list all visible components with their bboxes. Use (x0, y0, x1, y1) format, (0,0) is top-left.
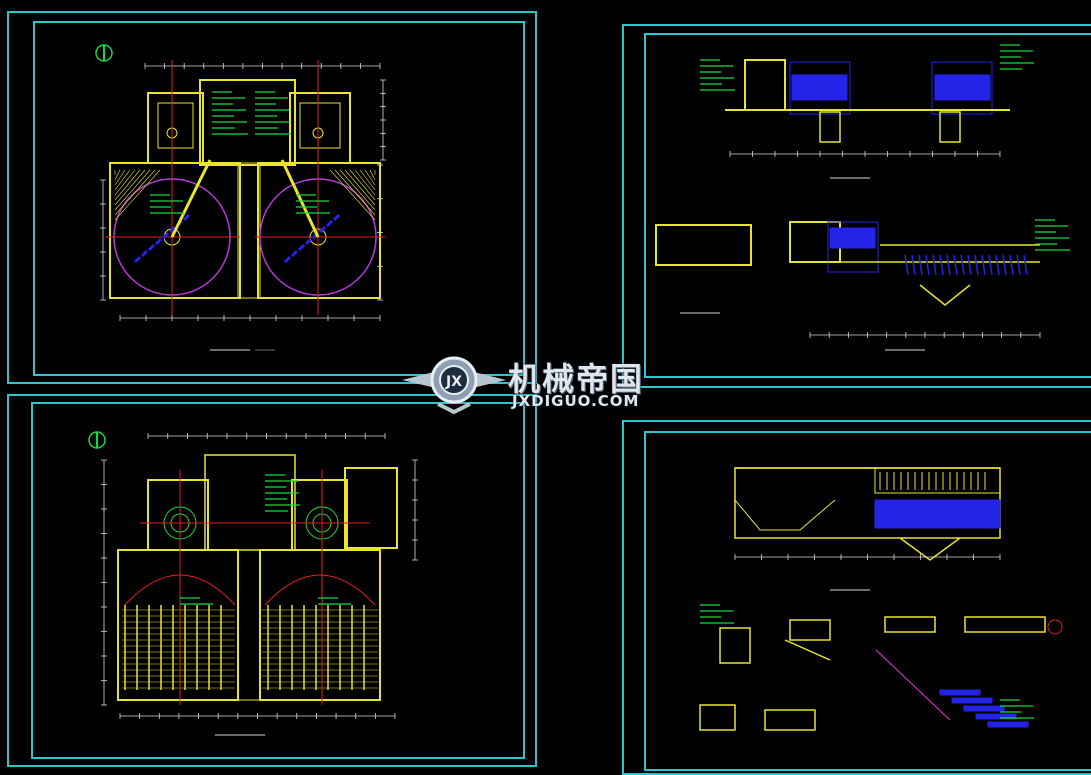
tr-s3-lamella (911, 254, 916, 276)
tr-s3-lamella (981, 254, 986, 276)
tr-s1-fill-left (791, 74, 848, 101)
tl-hatch (354, 169, 376, 196)
tr-s3-lamella (1009, 254, 1014, 276)
br-pipe-seg (939, 689, 981, 696)
br-detail-1 (719, 627, 751, 664)
tr-s3-lamella (918, 254, 923, 276)
tl-chamber-left-inner (157, 102, 194, 149)
tl-hatch (114, 169, 156, 216)
tr-s3-lamella (946, 254, 951, 276)
tl-pipe-diag-left (170, 159, 212, 238)
tr-s1-sump-left (819, 111, 841, 143)
tl-bridge-left (147, 243, 156, 252)
tr-s3-fill (829, 227, 876, 249)
tl-hatch (339, 169, 376, 211)
tr-s3-lamella (974, 254, 979, 276)
br-s1-lamella-zone (874, 467, 1001, 494)
tl-hatch (114, 169, 131, 191)
sheet-top-right-frame (622, 24, 1091, 388)
tl-hatch (369, 169, 376, 181)
tl-pipe-diag-right (280, 159, 320, 238)
tl-inlet-channel (199, 79, 296, 166)
svg-text:JX: JX (445, 374, 462, 390)
sheet-top-left-frame (7, 11, 537, 384)
tl-bridge-right (297, 243, 306, 252)
tl-bridge-left (182, 213, 191, 222)
tl-bridge-right (325, 219, 334, 228)
tr-s3-lamella (904, 254, 909, 276)
tr-s3-lamella (925, 254, 930, 276)
gear-wings-logo-icon: JX (402, 356, 506, 415)
tl-bridge-right (290, 249, 299, 258)
tr-s1-sump-right (939, 111, 961, 143)
tr-s3-lamella (1002, 254, 1007, 276)
br-detail-2 (789, 619, 831, 641)
br-pipe-seg (951, 697, 993, 704)
tr-s3-lamella (967, 254, 972, 276)
tl-tank-left (109, 162, 241, 299)
tl-bridge-left (154, 237, 163, 246)
tl-hatch (349, 169, 376, 201)
br-pipe-seg (975, 713, 1017, 720)
tl-hatch (334, 169, 376, 216)
br-detail-4-callout (1047, 619, 1063, 635)
br-pipe-seg (963, 705, 1005, 712)
tl-tank-right (257, 162, 381, 299)
br-pipe-iso (875, 649, 951, 721)
tr-s3-pipe-box (827, 221, 879, 273)
tl-hatch (364, 169, 376, 186)
sheet-top-right-border (644, 33, 1091, 378)
watermark-title: 机械帝国 (508, 360, 645, 398)
tr-s3-lamella (1023, 254, 1028, 276)
tr-s3-lamella (988, 254, 993, 276)
sheet-bottom-left-frame (7, 394, 537, 767)
sheet-top-left-border (33, 21, 525, 376)
tr-s3-lamella (960, 254, 965, 276)
tr-s1-fill-right (934, 74, 991, 101)
br-detail-2-slope (784, 639, 831, 661)
tr-s3-hopper (919, 284, 971, 306)
tl-bridge-right (318, 225, 327, 234)
watermark: JX 机械帝国 JXDIGUO.COM (400, 350, 700, 416)
tl-hatch (114, 169, 151, 211)
sheet-bottom-left-border (31, 402, 525, 759)
bl-tank-divider (237, 549, 261, 701)
br-s1-sludge (874, 499, 1001, 529)
tl-chamber-right-inner (299, 102, 341, 149)
bl-arc-right (264, 574, 376, 606)
tr-s1-box-right (931, 61, 993, 115)
tl-hatch (359, 169, 376, 191)
tl-bridge-right (304, 237, 313, 246)
tr-s3-lamella (1016, 254, 1021, 276)
tl-hatch (114, 169, 121, 181)
tl-bridge-left (161, 231, 170, 240)
tl-bridge-left (168, 225, 177, 234)
sheet-bottom-right-border (644, 431, 1091, 771)
tl-hatch (114, 169, 136, 196)
tl-bridge-left (133, 255, 142, 264)
br-s1-hopper-left (734, 499, 836, 531)
bl-chamber-right-ext (344, 467, 398, 549)
tl-hatch (114, 169, 161, 221)
tr-s3-lamella (995, 254, 1000, 276)
br-detail-5 (699, 704, 736, 731)
tr-s3-lamella (953, 254, 958, 276)
tl-hatch (344, 169, 376, 206)
tl-hatch (114, 169, 126, 186)
br-s1-hopper-right (899, 537, 961, 561)
br-detail-4 (964, 616, 1046, 633)
tl-hatch (114, 169, 146, 206)
br-detail-6 (764, 709, 816, 731)
tl-bridge-left (140, 249, 149, 258)
tl-hatch (114, 169, 141, 201)
tl-bridge-right (283, 255, 292, 264)
tl-hatch (329, 169, 376, 221)
watermark-url: JXDIGUO.COM (512, 392, 640, 410)
tr-s3-lamella (939, 254, 944, 276)
br-detail-3 (884, 616, 936, 633)
br-pipe-seg (987, 721, 1029, 728)
tl-bridge-right (332, 213, 341, 222)
tr-s3-lamella (932, 254, 937, 276)
